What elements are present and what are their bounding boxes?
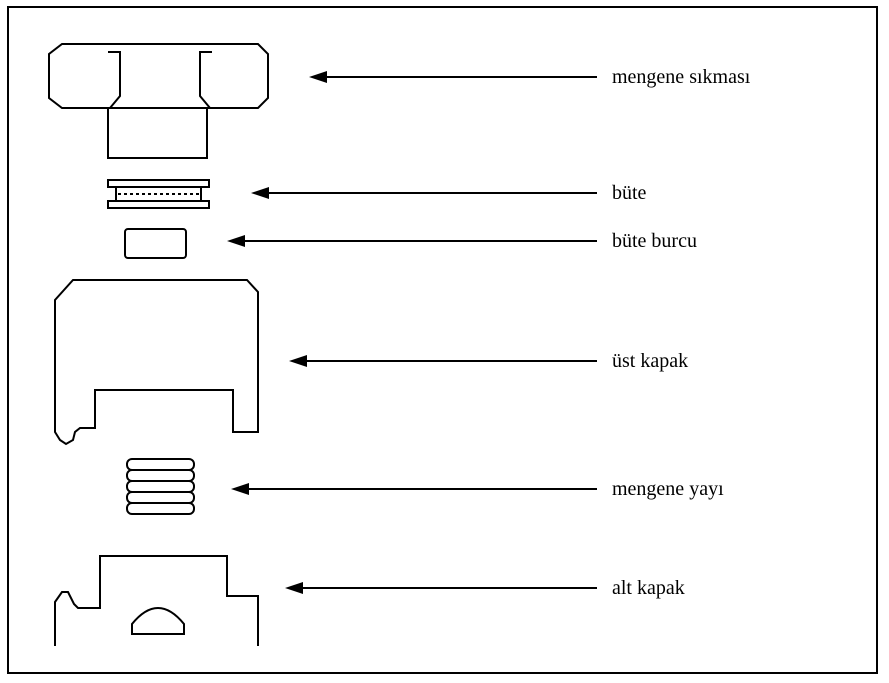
lower-cover-drawing (54, 555, 259, 646)
arrow-head-icon (289, 355, 307, 367)
arrow-head-icon (227, 235, 245, 247)
arrow-head-icon (285, 582, 303, 594)
leader-arrows (227, 71, 597, 594)
label-mengene-sikmasi: mengene sıkması (612, 66, 751, 88)
arrow-head-icon (251, 187, 269, 199)
label-mengene-yayi: mengene yayı (612, 478, 724, 500)
diagram-frame (7, 6, 878, 674)
bute-bushing-drawing (124, 228, 187, 259)
label-bute-burcu: büte burcu (612, 230, 697, 252)
bute-drawing (107, 179, 210, 209)
arrow-head-icon (309, 71, 327, 83)
label-ust-kapak: üst kapak (612, 350, 689, 372)
clamp-spring-drawing (126, 458, 195, 515)
upper-cover-drawing (54, 279, 259, 446)
label-alt-kapak: alt kapak (612, 577, 685, 599)
label-bute: büte (612, 182, 647, 204)
clamp-screw-drawing (48, 43, 269, 159)
arrow-head-icon (231, 483, 249, 495)
